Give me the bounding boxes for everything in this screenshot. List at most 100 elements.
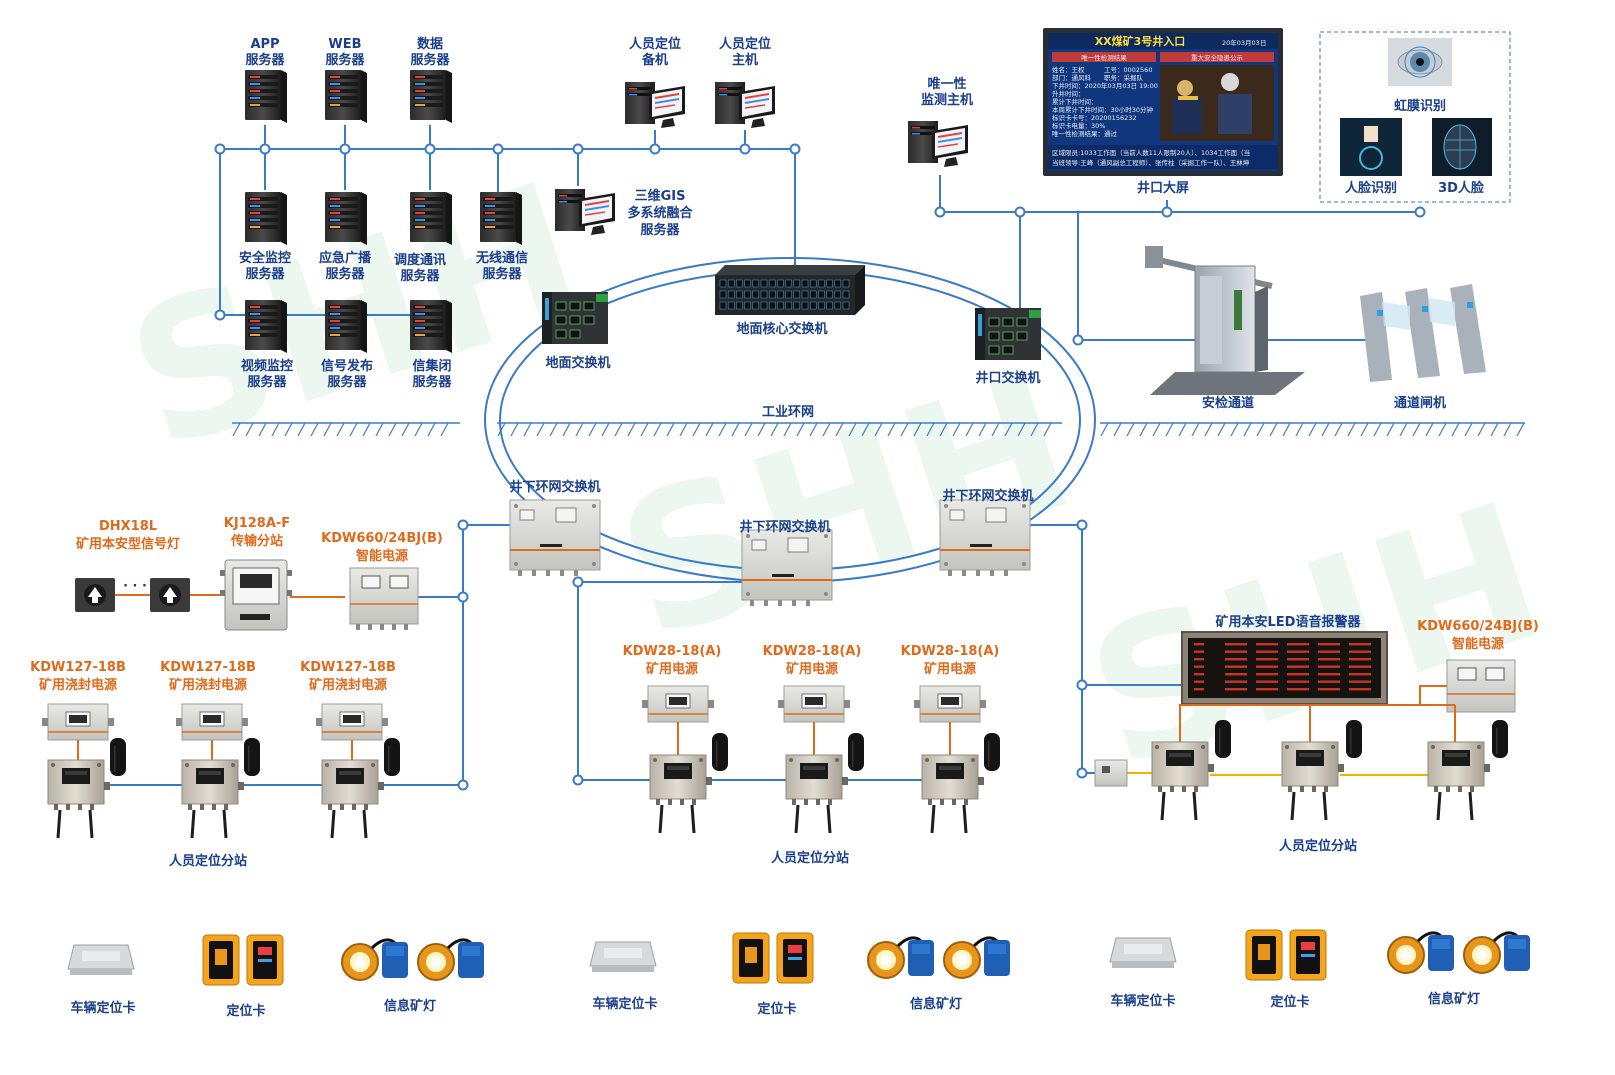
- hatch-mark: [965, 422, 974, 437]
- unique-host-label-2: 监测主机: [921, 92, 973, 108]
- transmission-label-2: 传输分站: [230, 533, 283, 549]
- led-segment: [1349, 643, 1371, 646]
- biometric-box: 虹膜识别 人脸识别 3D人脸: [1319, 31, 1511, 203]
- hatch-mark: [744, 422, 753, 437]
- ring-switch-mid-icon: [741, 529, 833, 607]
- led-segment: [1349, 665, 1371, 668]
- core-switch-port: [826, 301, 833, 310]
- smart-power-right-label-2: 智能电源: [1452, 636, 1504, 652]
- core-switch-port: [768, 290, 776, 299]
- led-segment: [1225, 673, 1247, 676]
- cap-lamp-label-1: 信息矿灯: [384, 998, 436, 1014]
- hatch-mark: [1126, 422, 1135, 437]
- broadcast-server-label-2: 服务器: [325, 266, 365, 282]
- signal-server-label-1: 信号发布: [321, 358, 373, 374]
- hatch-mark: [297, 422, 306, 437]
- shaft-switch-icon: [974, 307, 1042, 361]
- broadcast-server-icon: [325, 192, 367, 245]
- hatch-mark: [653, 422, 662, 437]
- positioning-host-label-2: 主机: [732, 52, 758, 68]
- led-segment: [1287, 688, 1309, 691]
- led-segment: [1318, 658, 1340, 661]
- gis-label-3: 服务器: [640, 222, 680, 238]
- led-segment: [1318, 688, 1340, 691]
- ring-switch-mid-label: 井下环网交换机: [739, 519, 830, 535]
- hatch-mark: [323, 422, 332, 437]
- vehicle-card-label-3: 车辆定位卡: [1110, 993, 1175, 1009]
- screen-field: 累计下井时间：: [1052, 97, 1098, 106]
- left-power-1-label-1: KDW127-18B: [30, 660, 126, 675]
- core-switch-port: [727, 301, 735, 310]
- hatch-mark: [705, 422, 714, 437]
- core-switch-port: [809, 290, 817, 299]
- mid-antenna-2-icon: [848, 733, 864, 771]
- servers-middle-row: 安全监控 服务器 应急广播 服务器 调度通讯 服务器 无线通信 服务器 三维GI…: [239, 188, 693, 284]
- core-switch-port: [842, 290, 850, 299]
- led-segment: [1194, 650, 1204, 653]
- led-segment: [1256, 643, 1278, 646]
- led-segment: [1287, 673, 1309, 676]
- cap-lamp-icon-3b: [1462, 931, 1532, 975]
- hatch-mark: [640, 422, 649, 437]
- screen-field: 姓名：王权: [1052, 65, 1085, 74]
- led-segment: [1287, 658, 1309, 661]
- right-substation-2-icon: [1280, 740, 1346, 822]
- core-switch-port: [801, 279, 809, 288]
- led-segment: [1349, 650, 1371, 653]
- hatch-mark: [1043, 422, 1052, 437]
- locator-card-icon-1: [202, 934, 284, 986]
- cap-lamp-icon-1b: [416, 938, 486, 982]
- core-switch-port: [760, 290, 768, 299]
- core-switch-port: [719, 290, 727, 299]
- led-segment: [1256, 673, 1278, 676]
- hatch-mark: [1477, 422, 1486, 437]
- safety-server-label-1: 安全监控: [239, 250, 291, 266]
- hatch-mark: [1017, 422, 1026, 437]
- hatch-mark: [952, 422, 961, 437]
- web-server-label-2: 服务器: [325, 52, 365, 68]
- left-substation-1-icon: [46, 758, 112, 840]
- hatch-mark: [1334, 422, 1343, 437]
- hatch-mark: [562, 422, 571, 437]
- hatch-mark: [1464, 422, 1473, 437]
- servers-top-row: APP 服务器 WEB 服务器 数据 服务器: [245, 36, 452, 123]
- transmission-label-1: KJ128A-F: [224, 516, 290, 531]
- cap-lamp-icon-2b: [942, 936, 1012, 980]
- hatch-mark: [349, 422, 358, 437]
- mid-power-1-label-1: KDW28-18(A): [623, 644, 722, 659]
- unique-host-label-1: 唯一性: [927, 76, 966, 92]
- ring-switch-right-label: 井下环网交换机: [942, 488, 1033, 504]
- hatch-mark: [874, 422, 883, 437]
- core-switch-port: [809, 279, 817, 288]
- signal-light-dots: · · ·: [123, 579, 147, 594]
- led-segment: [1287, 643, 1309, 646]
- hatch-mark: [1503, 422, 1512, 437]
- core-switch-port: [744, 290, 751, 299]
- led-alarm-label: 矿用本安LED语音报警器: [1216, 614, 1362, 630]
- led-segment: [1194, 673, 1204, 676]
- left-cluster: KDW127-18B 矿用浇封电源 KDW127-18B 矿用浇封电源 KDW1…: [30, 660, 400, 869]
- led-segment: [1349, 680, 1371, 683]
- led-segment: [1194, 658, 1204, 661]
- hatch-mark: [731, 422, 740, 437]
- gis-label-1: 三维GIS: [635, 188, 686, 204]
- vehicle-card-icon-2: [589, 941, 657, 973]
- led-segment: [1256, 665, 1278, 668]
- hatch-mark: [692, 422, 701, 437]
- hatch-mark: [575, 422, 584, 437]
- hatch-mark: [809, 422, 818, 437]
- right-antenna-2-icon: [1346, 720, 1362, 758]
- ground-hatch: [232, 422, 1525, 437]
- core-switch-port: [760, 279, 768, 288]
- cards-group-mid: 车辆定位卡 定位卡 信息矿灯: [589, 932, 1012, 1017]
- hatch-mark: [401, 422, 410, 437]
- core-switch-port: [768, 301, 776, 310]
- smart-power-left: KDW660/24BJ(B) 智能电源: [321, 531, 443, 630]
- core-switch-port: [760, 301, 768, 310]
- core-switch-port: [752, 301, 760, 310]
- screen-field: 本周累计下井时间：30小时30分钟: [1052, 105, 1154, 114]
- screen-left-header: 唯一性检测结果: [1081, 53, 1127, 62]
- hatch-mark: [601, 422, 610, 437]
- mid-power-1-label-2: 矿用电源: [646, 661, 698, 677]
- big-screen-label: 井口大屏: [1137, 180, 1189, 196]
